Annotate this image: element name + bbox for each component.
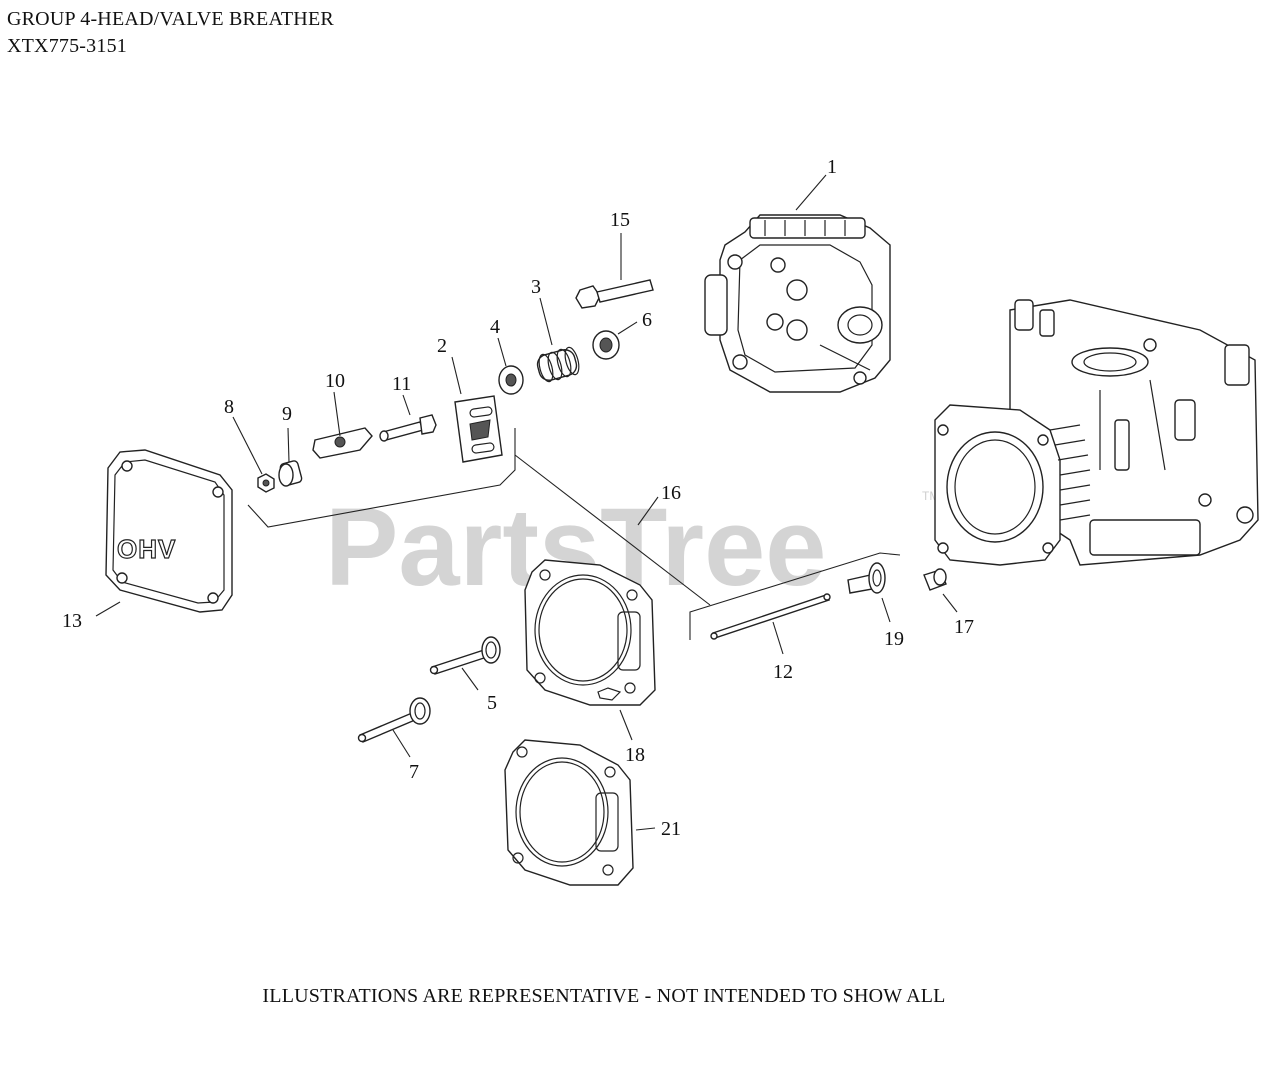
part-valve-cover[interactable]: OHV — [105, 449, 233, 613]
part-nut[interactable] — [257, 473, 275, 493]
callout-11: 11 — [392, 373, 411, 395]
callout-19: 19 — [884, 628, 904, 650]
callout-5: 5 — [487, 692, 497, 714]
part-gasket[interactable] — [504, 739, 634, 886]
part-plate[interactable] — [454, 395, 503, 463]
part-head-gasket[interactable] — [524, 559, 656, 706]
part-engine-block — [934, 299, 1259, 566]
part-valve-seal[interactable] — [592, 330, 620, 360]
callout-9: 9 — [282, 403, 292, 425]
part-intake-valve[interactable] — [429, 636, 501, 675]
callout-12: 12 — [773, 661, 793, 683]
callout-labels: 1 2 3 4 5 6 7 8 9 10 11 12 13 15 16 17 1… — [62, 156, 974, 840]
callout-1: 1 — [827, 156, 837, 178]
part-bushing[interactable] — [923, 568, 947, 591]
part-retainer[interactable] — [498, 365, 524, 395]
model-number: XTX775-3151 — [7, 35, 127, 57]
callout-6: 6 — [642, 309, 652, 331]
cover-label: OHV — [117, 534, 176, 564]
part-head-bolt[interactable] — [575, 279, 654, 309]
diagram-title: GROUP 4-HEAD/VALVE BREATHER — [7, 8, 334, 30]
callout-17: 17 — [954, 616, 974, 638]
callout-4: 4 — [490, 316, 500, 338]
callout-8: 8 — [224, 396, 234, 418]
disclaimer-footer: ILLUSTRATIONS ARE REPRESENTATIVE - NOT I… — [262, 985, 946, 1007]
part-pivot[interactable] — [278, 460, 303, 487]
part-valve-spring[interactable] — [535, 346, 581, 383]
callout-16: 16 — [661, 482, 681, 504]
part-cylinder-head[interactable] — [704, 214, 891, 393]
callout-3: 3 — [531, 276, 541, 298]
callout-2: 2 — [437, 335, 447, 357]
part-exhaust-valve[interactable] — [357, 697, 431, 743]
callout-21: 21 — [661, 818, 681, 840]
part-rocker-stud[interactable] — [379, 414, 437, 442]
callout-15: 15 — [610, 209, 630, 231]
callout-10: 10 — [325, 370, 345, 392]
assembly-bracket-lines — [247, 428, 901, 640]
callout-7: 7 — [409, 761, 419, 783]
part-rocker-arm[interactable] — [312, 427, 373, 459]
leader-lines — [95, 174, 958, 831]
callout-13: 13 — [62, 610, 82, 632]
part-push-rod[interactable] — [710, 593, 831, 640]
part-tappet[interactable] — [847, 562, 886, 594]
callout-18: 18 — [625, 744, 645, 766]
